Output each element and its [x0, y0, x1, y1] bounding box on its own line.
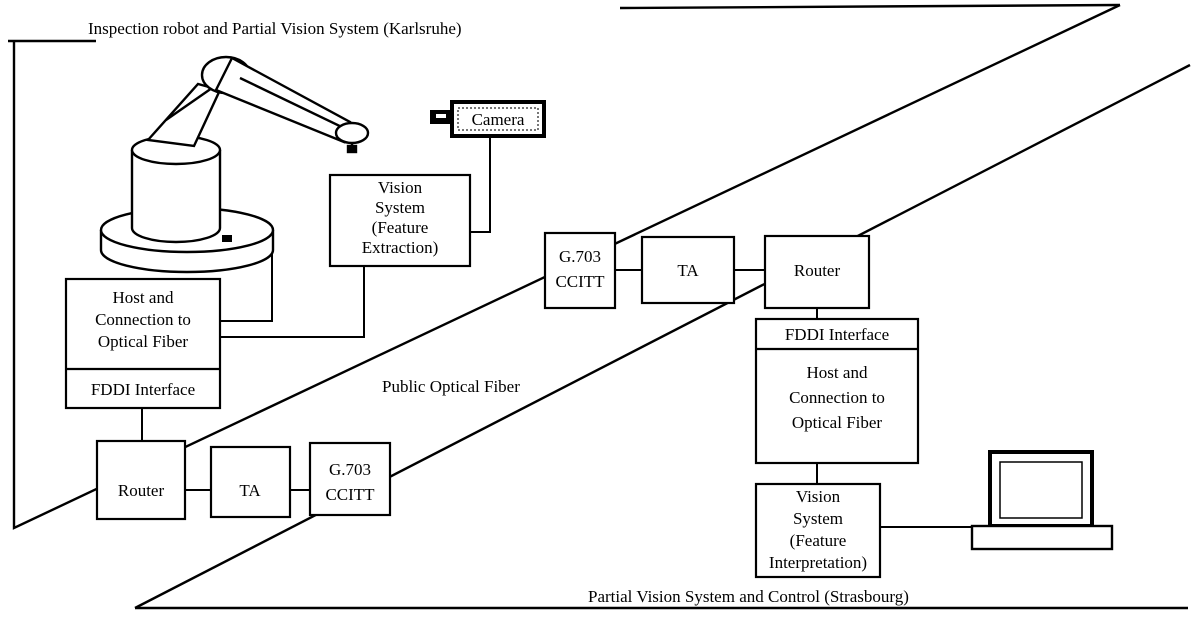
svg-text:CCITT: CCITT — [555, 272, 605, 291]
strasbourg-title: Partial Vision System and Control (Stras… — [588, 587, 909, 606]
svg-text:Vision: Vision — [378, 178, 423, 197]
svg-text:(Feature: (Feature — [790, 531, 847, 550]
strasbourg-host-box: FDDI Interface Host and Connection to Op… — [756, 319, 918, 463]
camera-label: Camera — [472, 110, 525, 129]
svg-text:Router: Router — [118, 481, 165, 500]
svg-text:Connection to: Connection to — [789, 388, 885, 407]
svg-text:Host and: Host and — [807, 363, 868, 382]
svg-text:Optical Fiber: Optical Fiber — [98, 332, 189, 351]
karlsruhe-ta-box: TA — [211, 447, 290, 517]
fiber-label: Public Optical Fiber — [382, 377, 520, 396]
svg-text:TA: TA — [239, 481, 261, 500]
svg-text:System: System — [375, 198, 425, 217]
svg-text:Host and: Host and — [113, 288, 174, 307]
strasbourg-router-box: Router — [765, 236, 869, 308]
svg-text:Optical Fiber: Optical Fiber — [792, 413, 883, 432]
strasbourg-g703-box: G.703 CCITT — [545, 233, 615, 308]
svg-text:System: System — [793, 509, 843, 528]
svg-text:CCITT: CCITT — [325, 485, 375, 504]
svg-text:Interpretation): Interpretation) — [769, 553, 867, 572]
strasbourg-fddi-label: FDDI Interface — [785, 325, 889, 344]
karlsruhe-router-box: Router — [97, 441, 185, 519]
svg-text:TA: TA — [677, 261, 699, 280]
computer-icon — [972, 452, 1112, 549]
svg-text:(Feature: (Feature — [372, 218, 429, 237]
strasbourg-ta-box: TA — [642, 237, 734, 303]
karlsruhe-vision-system-box: Vision System (Feature Extraction) — [330, 175, 470, 266]
svg-text:G.703: G.703 — [329, 460, 371, 479]
robot-arm-icon — [101, 57, 368, 272]
karlsruhe-title: Inspection robot and Partial Vision Syst… — [88, 19, 462, 38]
svg-text:Extraction): Extraction) — [362, 238, 438, 257]
svg-text:G.703: G.703 — [559, 247, 601, 266]
svg-text:Connection to: Connection to — [95, 310, 191, 329]
karlsruhe-host-box: Host and Connection to Optical Fiber FDD… — [66, 279, 220, 408]
svg-text:Vision: Vision — [796, 487, 841, 506]
strasbourg-vision-system-box: Vision System (Feature Interpretation) — [756, 484, 880, 577]
karlsruhe-fddi-label: FDDI Interface — [91, 380, 195, 399]
karlsruhe-g703-box: G.703 CCITT — [310, 443, 390, 515]
camera-icon: Camera — [430, 102, 544, 136]
karlsruhe-region-top-edge-right — [620, 5, 1120, 8]
svg-text:Router: Router — [794, 261, 841, 280]
